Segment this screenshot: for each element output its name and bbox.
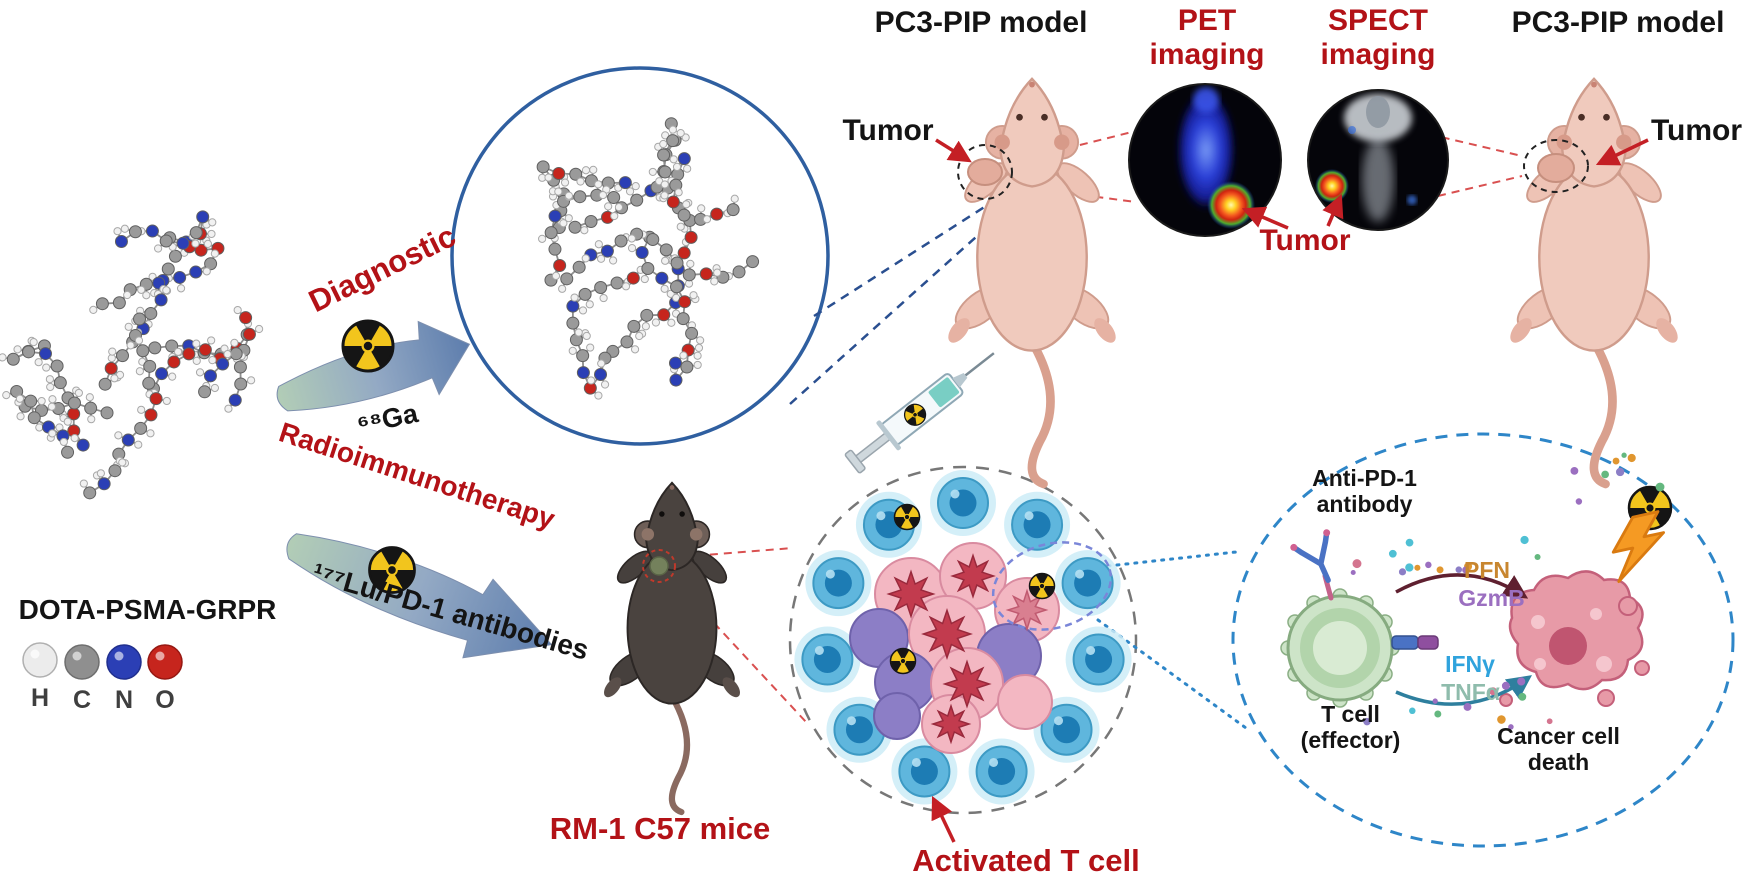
- t-cell-effector-label: T cell (effector): [1300, 701, 1401, 753]
- pet-scan-image: [1128, 83, 1282, 237]
- tumor-bump-right: [1537, 153, 1575, 183]
- spect-imaging-label: SPECT imaging: [1320, 4, 1436, 71]
- radioactive-icon: [1027, 572, 1057, 600]
- dota-psma-grpr-label: DOTA-PSMA-GRPR: [18, 594, 277, 625]
- anti-pd1-antibody-icon: [1290, 529, 1331, 584]
- cancer-cell-illustration: [1499, 570, 1650, 707]
- annotation-arrows: [931, 138, 1649, 843]
- arrow-to-tumor-left: [935, 138, 972, 163]
- atom-c-sphere: [64, 644, 100, 680]
- navy-dashed-connector: [813, 204, 987, 318]
- atom-h-label: H: [30, 684, 50, 712]
- navy-dashed-connector: [789, 227, 987, 405]
- tumor-bump-left: [967, 158, 1003, 186]
- anti-pd1-antibody-label: Anti-PD-1 antibody: [1312, 465, 1417, 517]
- arrow-to-tumor-right: [1595, 138, 1649, 166]
- radioactive-icon: [339, 319, 397, 373]
- atom-o-sphere: [147, 644, 183, 680]
- atom-o-label: O: [155, 686, 175, 714]
- pfn-gzmb-arrow: [1395, 573, 1529, 599]
- mechanism-zoom-circle: [1231, 432, 1735, 848]
- t-cell-illustration: [1286, 573, 1394, 702]
- arrow-to-pet-hotspot: [1241, 206, 1289, 230]
- tumor-markers: [642, 139, 1589, 583]
- tumor-bump-dark-mouse: [649, 556, 669, 576]
- pc3-pip-model-label-left: PC3-PIP model: [874, 6, 1088, 39]
- atom-c-label: C: [72, 686, 92, 714]
- cytokine-dots: [1350, 452, 1665, 730]
- spect-scan-image: [1307, 89, 1449, 231]
- ifng-tnfa-arrow: [1395, 675, 1532, 706]
- rm1-c57-mouse: [601, 483, 744, 812]
- molecule-structure-left: [0, 210, 264, 500]
- atom-n-label: N: [114, 686, 134, 714]
- rm1-c57-mice-label: RM-1 C57 mice: [549, 811, 771, 846]
- tumor-marker-dark-mouse: [642, 549, 676, 583]
- arrow-to-activated-t-cell: [931, 795, 956, 843]
- molecule-structure-zoom: [536, 117, 760, 400]
- blue-dotted-connector: [1096, 618, 1248, 730]
- activated-t-cell-label: Activated T cell: [912, 843, 1140, 878]
- cancer-cell-death-label: Cancer cell death: [1497, 723, 1620, 775]
- tumor-label-scans: Tumor: [1259, 224, 1351, 257]
- gzmb-label: GzmB: [1458, 585, 1525, 611]
- activated-t-cell-cluster: [794, 470, 1132, 805]
- arrow-to-spect-hotspot: [1322, 193, 1344, 227]
- immune-synapse: [1391, 635, 1439, 650]
- tnfa-label: TNFα: [1441, 679, 1500, 705]
- pfn-label: PFN: [1464, 557, 1510, 583]
- tumor-label-right: Tumor: [1650, 114, 1743, 147]
- pc3-pip-model-label-right: PC3-PIP model: [1511, 6, 1725, 39]
- atom-n-sphere: [106, 644, 142, 680]
- blue-dotted-connector: [1106, 550, 1238, 568]
- radioactive-icon: [888, 647, 918, 675]
- ifng-label: IFNγ: [1445, 651, 1495, 677]
- pet-imaging-label: PET imaging: [1149, 4, 1265, 71]
- syringe-icon: [844, 352, 995, 474]
- atom-h-sphere: [22, 642, 58, 678]
- red-dashed-connector: [1437, 175, 1523, 197]
- tumor-label-left: Tumor: [842, 114, 934, 147]
- radioactive-icon: [892, 503, 922, 531]
- mechanism-illustration: [1280, 452, 1674, 730]
- atom-legend: [22, 642, 183, 680]
- pathway-arrows: [276, 319, 553, 659]
- tumor-outline-right: [1523, 139, 1589, 193]
- tumor-outline-left: [957, 144, 1013, 200]
- pc3-pip-mouse-left: [944, 79, 1120, 484]
